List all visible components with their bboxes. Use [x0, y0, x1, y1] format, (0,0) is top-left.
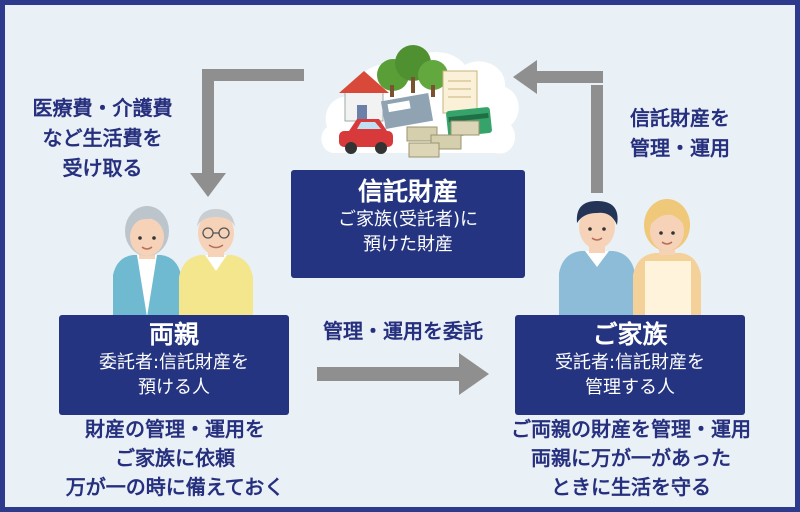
right-arrow-label-line1: 信託財産を: [630, 106, 730, 130]
bankbook-icon: [380, 93, 434, 129]
grandmother-illustration: [113, 206, 181, 317]
asset-illustration: [321, 45, 519, 158]
parents-line1: 委託者:信託財産を: [98, 352, 250, 373]
family-title: ご家族: [592, 320, 668, 349]
family-line1: 受託者:信託財産を: [554, 352, 706, 373]
family-notes: ご両親の財産を管理・運用 両親に万が一があった ときに生活を守る: [473, 415, 789, 502]
parents-box: 両親 委託者:信託財産を 預ける人: [59, 315, 289, 415]
document-icon: [442, 70, 478, 114]
arrow-left-down: [190, 69, 304, 197]
trust-property-line2: 預けた財産: [363, 234, 453, 255]
house-icon: [339, 71, 389, 122]
family-note-1: ご両親の財産を管理・運用: [511, 417, 751, 441]
family-note-3: ときに生活を守る: [551, 475, 711, 499]
parents-note-1: 財産の管理・運用を: [85, 417, 265, 441]
diagram-panel: 信託財産 ご家族(受託者)に 預けた財産 両親 委託者:信託財産を 預ける人 ご…: [5, 5, 795, 507]
parents-line2: 預ける人: [138, 377, 210, 398]
right-arrow-label-line2: 管理・運用: [630, 136, 730, 160]
family-line2: 管理する人: [585, 377, 675, 398]
parents-notes: 財産の管理・運用を ご家族に依頼 万が一の時に備えておく: [25, 415, 325, 502]
son-illustration: [559, 201, 635, 315]
trust-property-title: 信託財産: [357, 177, 458, 206]
diagram-graphics: [113, 45, 701, 395]
left-arrow-label-line1: 医療費・介護費: [32, 96, 173, 120]
right-arrow-label: 信託財産を 管理・運用: [605, 103, 755, 163]
left-arrow-label: 医療費・介護費 など生活費を 受け取る: [5, 93, 200, 183]
cash-bundles-icon: [406, 120, 480, 158]
family-note-2: 両親に万が一があった: [531, 446, 731, 470]
arrow-right-up: [513, 60, 603, 193]
middle-arrow-label: 管理・運用を委託: [323, 319, 483, 343]
trust-property-box: 信託財産 ご家族(受託者)に 預けた財産: [291, 170, 525, 278]
family-box: ご家族 受託者:信託財産を 管理する人: [515, 315, 745, 415]
parents-note-3: 万が一の時に備えておく: [65, 475, 285, 499]
car-icon: [339, 119, 393, 154]
trust-property-line1: ご家族(受託者)に: [337, 209, 479, 230]
parents-note-2: ご家族に依頼: [115, 446, 235, 470]
grandfather-illustration: [179, 209, 253, 317]
parents-title: 両親: [148, 320, 199, 349]
left-arrow-label-line3: 受け取る: [62, 156, 143, 180]
trees-icon: [377, 45, 448, 97]
arrow-middle-right: [317, 353, 489, 395]
daughter-illustration: [633, 199, 701, 315]
left-arrow-label-line2: など生活費を: [42, 126, 163, 150]
